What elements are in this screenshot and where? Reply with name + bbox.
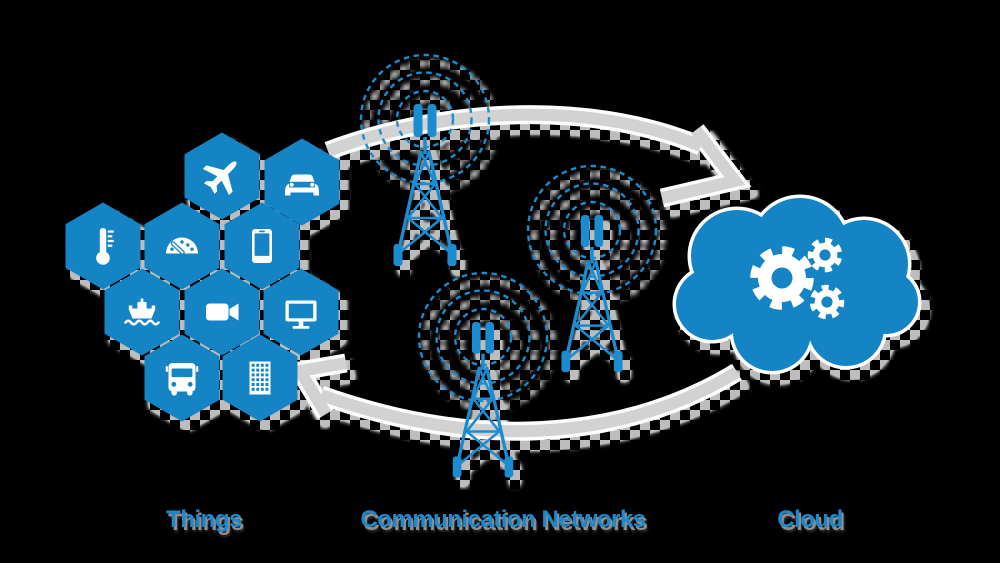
arrowhead-right-icon [660,126,746,204]
hexagon-speedometer [144,202,220,290]
hexagon-thermometer [65,202,141,290]
hexagon-video-camera [184,268,260,356]
hexagon-smartphone [224,202,300,290]
artwork-layer [65,53,922,480]
cloud-label: Cloud [777,506,843,533]
thermometer-icon [96,228,114,265]
hexagon-monitor [263,268,339,356]
hexagon-bus [144,334,220,422]
hexagon-airplane [184,132,260,220]
things-hexagon-grid [65,132,340,422]
video-camera-icon [206,303,239,321]
hexagon-ship [104,268,180,356]
ship-icon [124,298,160,326]
communication-networks-label: Communication Networks [360,506,646,533]
airplane-icon [202,161,237,196]
computer-monitor-icon [285,300,317,329]
smartphone-icon [252,229,272,263]
building-icon [249,361,271,395]
bus-icon [165,363,199,396]
gear-large-icon [750,246,814,310]
car-icon [285,174,319,196]
building-windows [251,363,269,391]
arrow-things-to-cloud [324,105,752,208]
speedometer-icon [166,237,198,255]
hexagon-building [222,334,298,422]
hexagon-car [264,138,340,226]
gear-small-bottom-icon [809,284,845,320]
things-label: Things [166,506,242,533]
cloud-icon [672,194,922,375]
arrow-cloud-to-things [284,353,742,441]
arrowhead-left-icon [290,357,348,418]
